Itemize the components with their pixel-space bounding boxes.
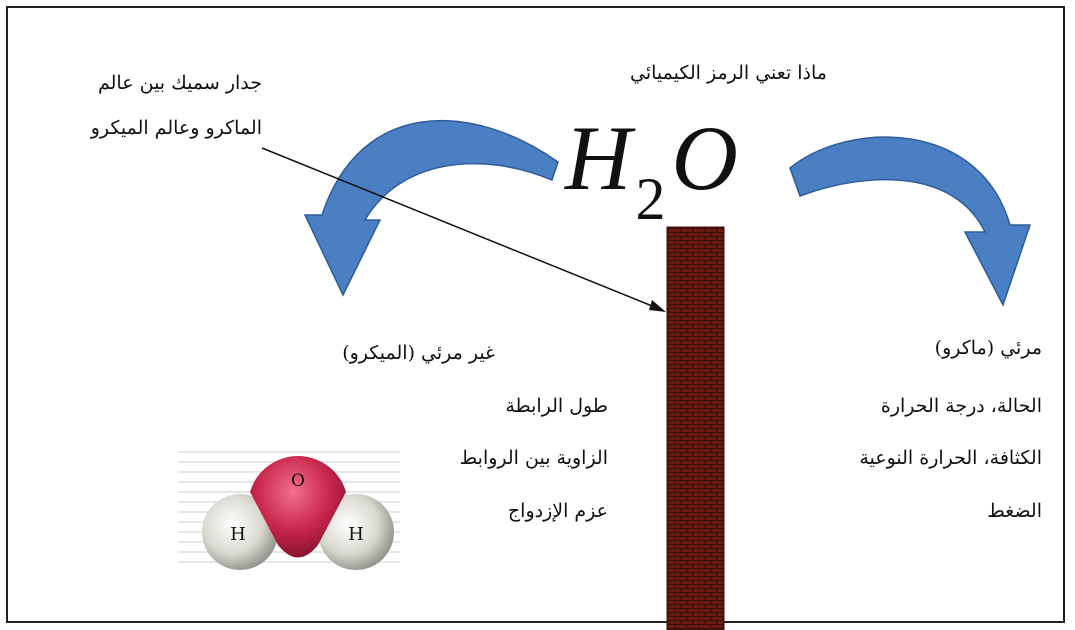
hydrogen-right-label: H [348,524,364,545]
hydrogen-right-atom [318,494,394,570]
micro-item: الزاوية بين الروابط [459,447,608,469]
formula-oxygen: O [671,107,740,209]
pointer-arrowhead [649,300,666,312]
wall-note-line2: الماكرو وعالم الميكرو [90,117,262,139]
hydrogen-left-atom [202,494,278,570]
oxygen-atom [250,456,346,558]
macro-item: الضغط [987,500,1042,522]
micro-item: عزم الإزدواج [507,500,608,522]
oxygen-label: O [291,471,305,491]
micro-item: طول الرابطة [505,395,608,417]
arrow-to-micro [303,119,559,297]
formula-subscript: 2 [635,166,668,232]
macro-item: الحالة، درجة الحرارة [880,395,1042,417]
water-molecule: O H H [202,456,394,570]
brick-wall [666,226,725,630]
formula-hydrogen: H [565,107,634,209]
macro-item: الكثافة، الحرارة النوعية [859,447,1042,469]
wall-note-line1: جدار سميك بين عالم [98,72,262,94]
micro-title: غير مرئي (الميكرو) [342,342,495,364]
diagram-frame [6,6,1065,623]
chemical-formula: H2O [565,112,740,229]
arrow-to-macro [789,136,1032,307]
macro-title: مرئي (ماكرو) [934,337,1042,359]
hydrogen-left-label: H [230,524,246,545]
formula-question: ماذا تعني الرمز الكيميائي [630,62,827,84]
pointer-line [261,147,663,311]
